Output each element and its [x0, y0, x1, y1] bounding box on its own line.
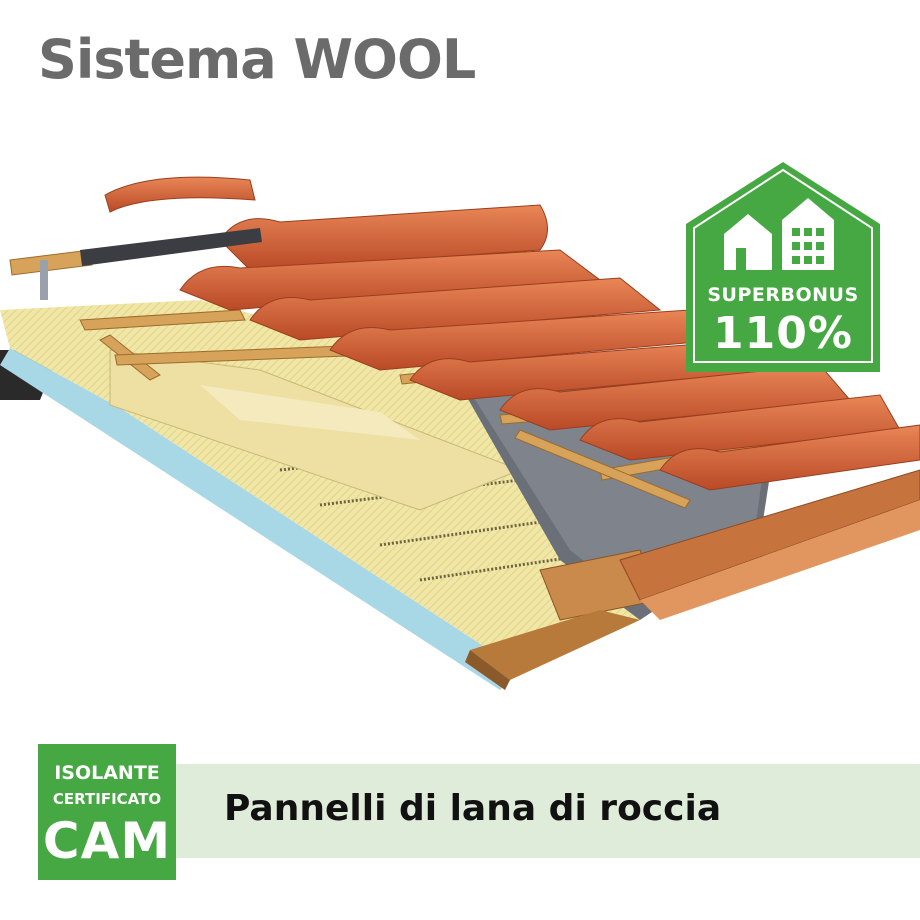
cam-line1: ISOLANTE	[54, 762, 160, 784]
cam-badge: ISOLANTE CERTIFICATO CAM	[38, 744, 176, 880]
cam-line2: CERTIFICATO	[52, 790, 162, 808]
cam-line3: CAM	[42, 812, 172, 870]
badge-percent: 110%	[713, 308, 853, 359]
board-layer	[0, 348, 520, 690]
subtitle-bar: Pannelli di lana di roccia	[176, 764, 920, 858]
badge-label: SUPERBONUS	[707, 284, 859, 306]
houses-icon	[686, 162, 880, 372]
superbonus-badge: SUPERBONUS 110%	[686, 162, 880, 372]
roof-illustration	[0, 150, 920, 710]
subtitle: Pannelli di lana di roccia	[224, 788, 722, 829]
page-title: Sistema WOOL	[38, 28, 476, 91]
